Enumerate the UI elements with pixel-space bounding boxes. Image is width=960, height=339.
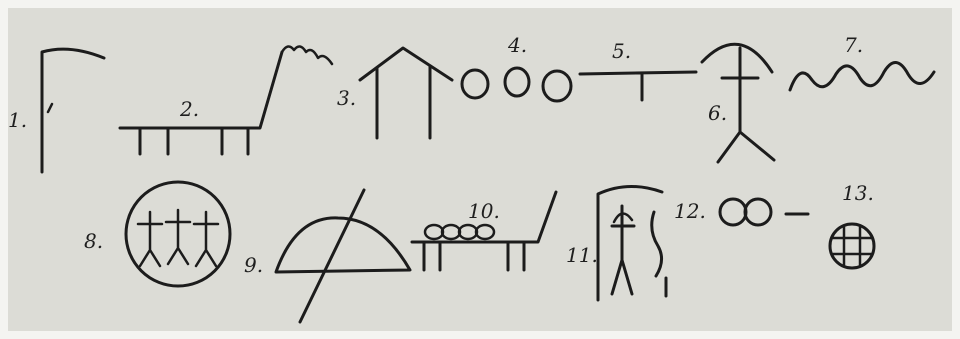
glyph-6: 6.: [702, 44, 774, 162]
glyph-4: 4.: [462, 33, 571, 101]
glyph-7-number: 7.: [844, 33, 863, 57]
glyph-10: 10.: [412, 192, 556, 270]
glyph-10-circle-d: [476, 225, 494, 239]
glyph-10-circle-b: [442, 225, 460, 239]
glyph-7: 7.: [790, 33, 934, 90]
glyph-10-number: 10.: [468, 199, 500, 223]
glyph-9-slash: [300, 190, 364, 322]
glyph-2-legs: [140, 128, 248, 154]
glyph-4-circle-c: [543, 71, 571, 101]
glyph-10-circle-c: [459, 225, 477, 239]
glyph-2-wave: [282, 46, 332, 64]
glyph-12-number: 12.: [674, 199, 706, 223]
glyph-12: 12.: [674, 199, 808, 225]
glyph-13-number: 13.: [842, 181, 874, 205]
glyph-1: 1.: [8, 49, 104, 172]
glyph-13: 13.: [830, 181, 874, 268]
glyph-5: 5.: [580, 39, 696, 100]
glyph-9-dome: [276, 218, 410, 272]
glyph-10-legs: [424, 242, 524, 270]
glyph-6-number: 6.: [708, 101, 727, 125]
glyph-4-circle-b: [505, 68, 529, 96]
glyph-8-figure-c: [194, 212, 218, 266]
glyph-12-circle-b: [745, 199, 771, 225]
glyph-11: 11.: [566, 186, 666, 300]
glyph-9-number: 9.: [244, 253, 263, 277]
glyph-13-circle: [830, 224, 874, 268]
glyph-5-mark: [580, 72, 696, 100]
glyph-7-wave: [790, 62, 934, 90]
glyph-8-figure-a: [138, 212, 162, 266]
glyph-2-number: 2.: [179, 97, 199, 121]
glyph-12-circle-a: [720, 199, 746, 225]
glyph-5-number: 5.: [612, 39, 631, 63]
glyph-8: 8.: [84, 182, 230, 286]
glyph-11-number: 11.: [566, 243, 598, 267]
glyph-6-arc: [702, 44, 772, 72]
glyph-10-circle-a: [425, 225, 443, 239]
glyph-3-roof: [360, 48, 452, 80]
glyph-3: 3.: [337, 48, 452, 138]
glyph-8-figure-b: [166, 210, 190, 264]
glyph-1-hook: [42, 49, 104, 172]
glyph-3-number: 3.: [337, 86, 356, 110]
glyph-13-grid: [832, 226, 872, 266]
glyph-1-number: 1.: [8, 108, 27, 132]
glyph-4-circle-a: [462, 70, 488, 98]
glyph-4-number: 4.: [507, 33, 527, 57]
glyph-9: 9.: [244, 190, 410, 322]
glyph-2-beam: [120, 52, 282, 128]
glyph-11-serpent: [652, 212, 666, 296]
glyph-8-number: 8.: [84, 229, 103, 253]
glyph-1-tick: [48, 104, 52, 112]
glyph-3-posts: [377, 66, 430, 138]
glyph-2: 2.: [120, 46, 332, 154]
